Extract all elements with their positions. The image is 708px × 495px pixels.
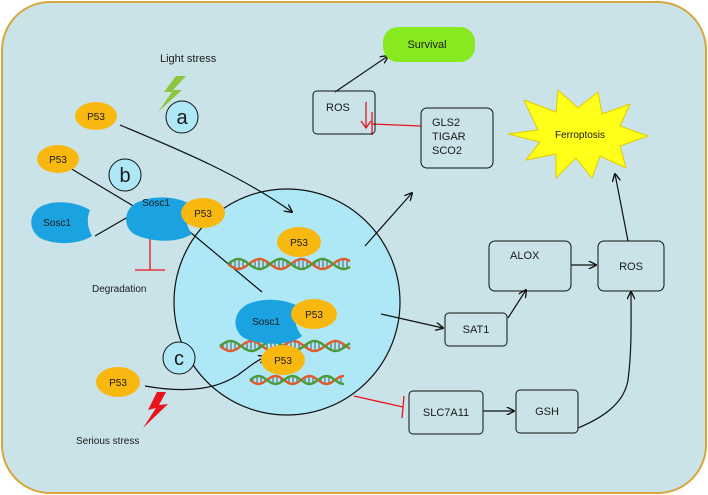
ferroptosis-label: Ferroptosis [555, 130, 605, 141]
survival-box: Survival [383, 27, 475, 62]
gls2-label: GLS2 [432, 117, 460, 129]
p53-nuclear-a: P53 [277, 227, 321, 257]
slc7a11-label: SLC7A11 [423, 407, 469, 419]
dna-strand [249, 374, 345, 386]
letter-b-badge: b [108, 158, 142, 192]
svg-text:Sosc1: Sosc1 [43, 218, 71, 229]
svg-text:c: c [174, 348, 184, 370]
gsh-box: GSH [515, 389, 579, 434]
gls2-inhibit-ros-line [371, 123, 422, 127]
survival-label: Survival [407, 39, 446, 51]
nucleus-inhibit-slc7a11-line [353, 395, 404, 408]
svg-text:b: b [119, 165, 130, 187]
serious-stress-bolt-icon [143, 392, 168, 428]
gls2-tigar-sco2-box: GLS2 TIGAR SCO2 [420, 107, 494, 169]
p53-molecule-a: P53 [75, 102, 117, 130]
svg-text:P53: P53 [194, 209, 212, 220]
degradation-label: Degradation [92, 284, 146, 295]
svg-text:P53: P53 [305, 310, 323, 321]
serious-stress-label: Serious stress [76, 436, 139, 447]
ros-top-box: ROS [312, 90, 376, 135]
arrow-nucleus-to-gls2 [364, 193, 412, 247]
arrow-c-p53-to-nucleus [144, 357, 266, 391]
dna-strand [227, 257, 351, 271]
light-stress-label: Light stress [160, 53, 217, 65]
ros-right-box: ROS [597, 240, 665, 292]
arrow-ros-to-ferroptosis [615, 174, 629, 242]
svg-text:P53: P53 [87, 112, 105, 123]
letter-c-badge: c [162, 341, 196, 375]
letter-a-badge: a [165, 100, 199, 134]
dna-helix-bottom [249, 374, 345, 386]
p53-molecule-b: P53 [37, 145, 79, 173]
light-stress-bolt-icon [158, 76, 186, 112]
svg-text:Sosc1: Sosc1 [142, 198, 170, 209]
svg-text:P53: P53 [109, 378, 127, 389]
sco2-label: SCO2 [432, 145, 462, 157]
ros-top-label: ROS [326, 102, 350, 114]
sosc1-p53-nuclear-complex: Sosc1 P53 [235, 299, 337, 344]
line-p53-to-complex [69, 167, 141, 211]
svg-text:a: a [176, 107, 188, 129]
p53-nuclear-c: P53 [261, 345, 305, 375]
arrow-ros-to-survival [334, 56, 388, 93]
ros-decrease-arrow-head [360, 120, 372, 130]
dna-helix-top [227, 257, 351, 271]
tigar-label: TIGAR [432, 131, 466, 143]
ros-right-label: ROS [619, 261, 643, 273]
sat1-label: SAT1 [463, 324, 490, 336]
arrow-a-p53-to-nucleus [119, 124, 292, 212]
sosc1-p53-complex: Sosc1 P53 [126, 197, 225, 241]
arrow-gsh-to-ros [577, 292, 631, 429]
svg-text:P53: P53 [290, 238, 308, 249]
sat1-box: SAT1 [444, 312, 508, 347]
nucleus-inhibit-slc7a11-bar [401, 395, 405, 419]
gsh-label: GSH [535, 406, 559, 418]
alox-label: ALOX [510, 250, 540, 262]
dna-strand [249, 374, 345, 386]
p53-molecule-c: P53 [96, 367, 140, 397]
ferroptosis-burst: Ferroptosis [507, 88, 650, 180]
slc7a11-box: SLC7A11 [408, 390, 484, 435]
arrow-sat1-to-alox [507, 290, 526, 319]
line-complex-to-nucleus [189, 231, 263, 293]
sosc1-molecule-free: Sosc1 [31, 202, 92, 244]
svg-text:P53: P53 [49, 155, 67, 166]
alox-box: ALOX [488, 240, 572, 292]
svg-text:Sosc1: Sosc1 [252, 317, 280, 328]
svg-text:P53: P53 [274, 356, 292, 367]
arrow-nucleus-to-sat1 [380, 313, 443, 328]
